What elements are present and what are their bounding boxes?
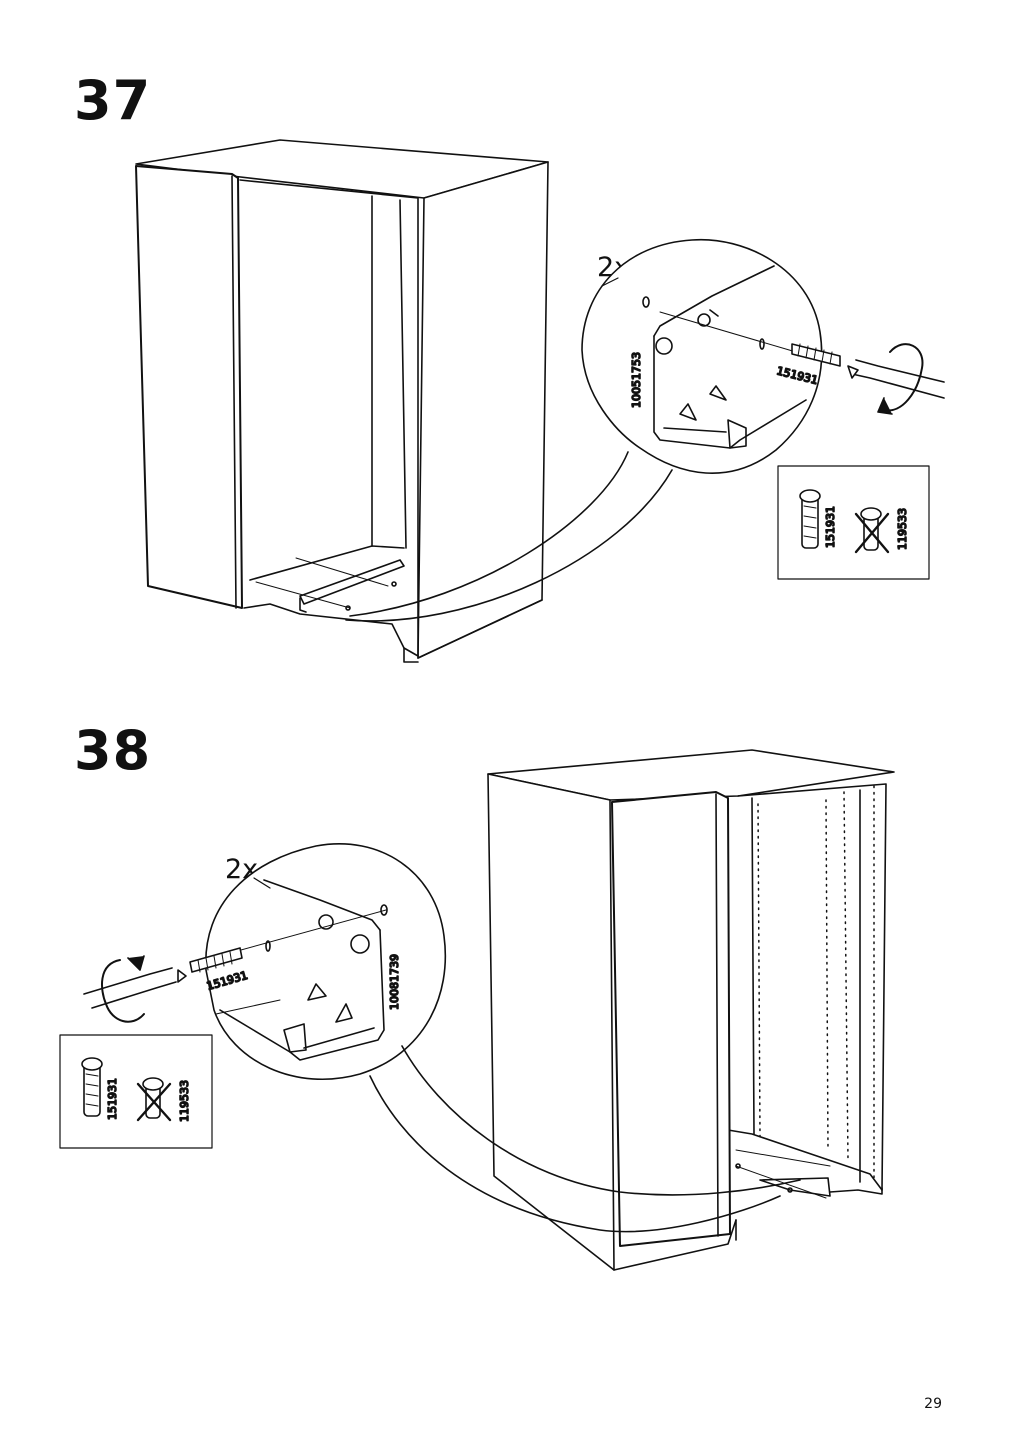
step-38-bracket-part-id: 10081739 <box>388 954 401 1010</box>
step-37-bracket-part-id: 10051753 <box>630 352 643 408</box>
step-38-legend-correct-id: 151931 <box>106 1078 119 1120</box>
step-38-number: 38 <box>74 719 152 782</box>
step-38-cabinet-drawing <box>487 749 895 1271</box>
step-38-legend-wrong-id: 119533 <box>178 1080 191 1122</box>
page-number: 29 <box>924 1396 942 1412</box>
step-37-number: 37 <box>74 69 152 132</box>
step-37-legend-correct-id: 151931 <box>824 506 837 548</box>
step-38-detail-callout <box>83 843 801 1233</box>
step-37-cabinet-drawing <box>135 139 549 663</box>
step-37-detail-callout <box>345 238 945 622</box>
step-38-screw-legend <box>59 1034 213 1149</box>
step-37-screw-legend <box>777 465 930 580</box>
step-37-legend-wrong-id: 119533 <box>896 508 909 550</box>
